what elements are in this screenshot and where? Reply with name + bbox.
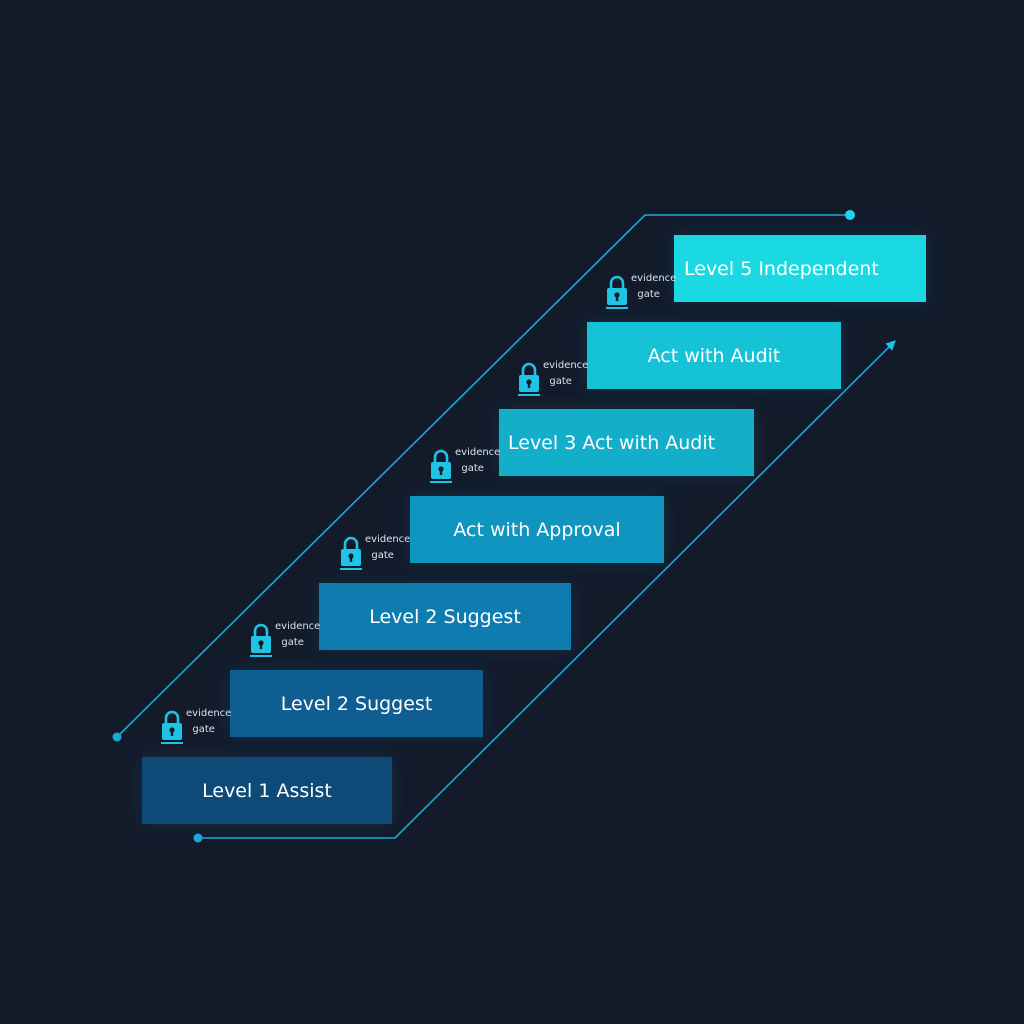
gate-label-line1: evidence <box>275 621 321 632</box>
evidence-gate: evidence gate <box>339 528 419 578</box>
step-level-3-act-with-audit: Level 3 Act with Audit <box>499 409 754 476</box>
step-level-1-assist: Level 1 Assist <box>142 757 392 824</box>
gate-label-line1: evidence <box>543 360 589 371</box>
progress-arrow-line <box>198 340 896 839</box>
evidence-gate: evidence gate <box>605 267 685 317</box>
padlock-icon <box>250 623 272 657</box>
step-label: Level 5 Independent <box>684 257 879 280</box>
gate-label-line1: evidence <box>186 708 232 719</box>
step-label: Level 2 Suggest <box>369 605 521 628</box>
padlock-icon <box>518 362 540 396</box>
evidence-gate: evidence gate <box>429 441 509 491</box>
padlock-icon <box>430 449 452 483</box>
evidence-gate: evidence gate <box>160 702 240 752</box>
upper-boundary-line <box>116 214 850 738</box>
arrow-line-start-dot <box>193 833 203 843</box>
upper-line-start-dot <box>112 732 122 742</box>
gate-label-line1: evidence <box>365 534 411 545</box>
gate-label-line1: evidence <box>455 447 501 458</box>
gate-label-line2: gate <box>461 463 484 474</box>
gate-label-line1: evidence <box>631 273 677 284</box>
step-level-2-suggest-upper: Level 2 Suggest <box>319 583 571 650</box>
evidence-gate: evidence gate <box>517 354 597 404</box>
step-label: Act with Audit <box>647 344 781 367</box>
gate-label-line2: gate <box>371 550 394 561</box>
padlock-icon <box>606 275 628 309</box>
step-act-with-approval: Act with Approval <box>410 496 664 563</box>
step-label: Level 2 Suggest <box>280 692 433 715</box>
evidence-gate: evidence gate <box>249 615 329 665</box>
step-label: Level 1 Assist <box>202 779 332 802</box>
padlock-icon <box>340 536 362 570</box>
upper-line-end-dot <box>845 210 855 220</box>
gate-label-line2: gate <box>192 724 215 735</box>
step-label: Level 3 Act with Audit <box>508 431 716 454</box>
gate-label-line2: gate <box>637 289 660 300</box>
step-act-with-audit: Act with Audit <box>587 322 841 389</box>
gate-label-line2: gate <box>549 376 572 387</box>
step-level-5-independent: Level 5 Independent <box>674 235 926 302</box>
padlock-icon <box>161 710 183 744</box>
step-label: Act with Approval <box>453 518 621 541</box>
gate-label-line2: gate <box>281 637 304 648</box>
step-level-2-suggest: Level 2 Suggest <box>230 670 483 737</box>
